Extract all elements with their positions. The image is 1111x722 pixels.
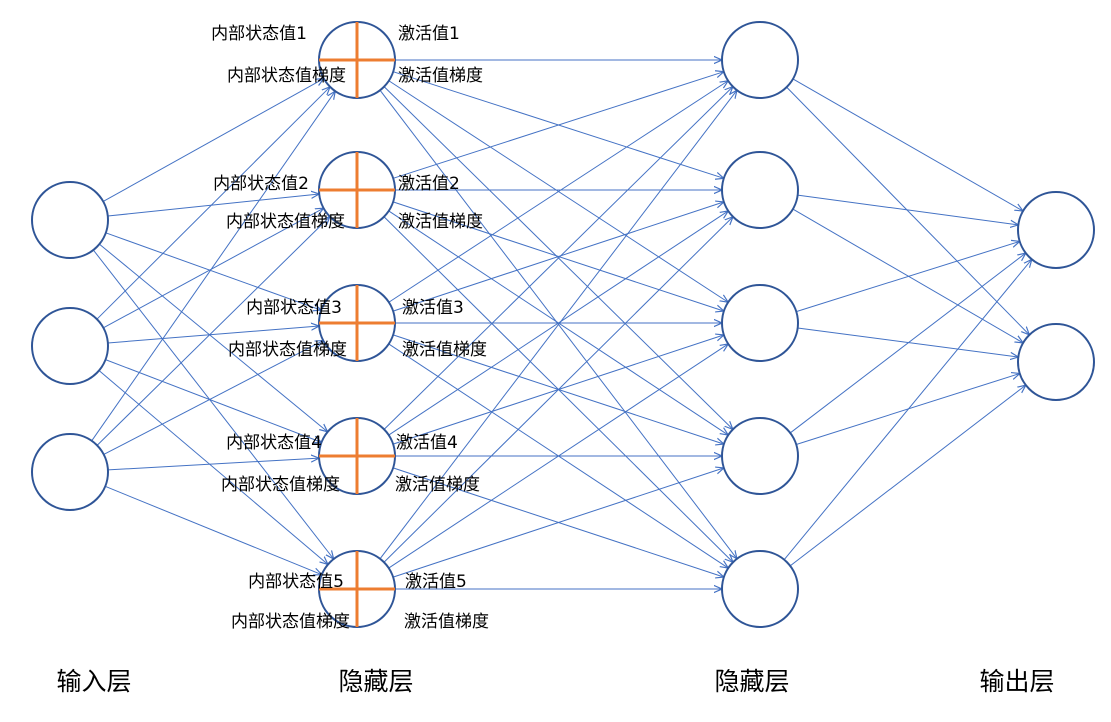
hidden2-neuron-4	[721, 417, 799, 495]
layer-title-2: 隐藏层	[338, 667, 413, 696]
activation-label-1: 激活值1	[398, 24, 460, 44]
layer-title-1: 输入层	[56, 667, 131, 696]
hidden2-neuron-3	[721, 284, 799, 362]
internal-state-label-2: 内部状态值2	[213, 174, 309, 194]
connection-input-3-to-hidden1-1	[91, 91, 336, 442]
connection-input-1-to-hidden1-1	[102, 79, 324, 202]
connection-hidden1-3-to-hidden2-2	[392, 202, 724, 312]
internal-state-gradient-label-5: 内部状态值梯度	[231, 612, 350, 632]
connection-input-2-to-hidden1-3	[107, 326, 319, 344]
input-neuron-2	[31, 307, 109, 385]
internal-state-label-4: 内部状态值4	[226, 433, 322, 453]
internal-state-label-1: 内部状态值1	[211, 24, 307, 44]
connection-hidden2-1-to-output-1	[792, 78, 1023, 211]
connection-input-2-to-hidden1-5	[98, 370, 328, 565]
connection-input-1-to-hidden1-5	[92, 249, 333, 559]
connection-input-2-to-hidden1-1	[96, 87, 330, 320]
activation-label-3: 激活值3	[402, 298, 464, 318]
neuron-labels: 内部状态值1内部状态值梯度激活值1激活值梯度内部状态值2内部状态值梯度激活值2激…	[211, 24, 489, 632]
connection-input-1-to-hidden1-3	[105, 232, 321, 310]
connection-hidden1-5-to-hidden2-1	[379, 90, 737, 560]
internal-state-label-5: 内部状态值5	[248, 572, 344, 592]
connection-hidden2-1-to-output-2	[786, 86, 1030, 335]
connection-hidden2-5-to-output-2	[789, 385, 1026, 567]
input-neuron-3	[31, 433, 109, 511]
connection-hidden1-4-to-hidden2-1	[383, 87, 733, 430]
connections	[91, 60, 1032, 589]
connection-input-3-to-hidden1-2	[96, 217, 330, 446]
output-neuron-1	[1017, 191, 1095, 269]
internal-state-gradient-label-2: 内部状态值梯度	[226, 212, 345, 232]
connection-hidden1-5-to-hidden2-3	[388, 344, 729, 569]
connection-input-3-to-hidden1-4	[107, 458, 319, 471]
activation-label-5: 激活值5	[405, 572, 467, 592]
output-neuron-2	[1017, 323, 1095, 401]
connection-hidden2-2-to-output-1	[797, 194, 1019, 225]
internal-state-gradient-label-1: 内部状态值梯度	[227, 66, 346, 86]
connection-input-1-to-hidden1-4	[99, 243, 327, 432]
activation-gradient-label-3: 激活值梯度	[402, 340, 487, 360]
connection-hidden2-4-to-output-1	[789, 253, 1026, 434]
connection-input-3-to-hidden1-3	[103, 341, 324, 455]
connection-hidden1-5-to-hidden2-4	[392, 468, 724, 578]
hidden2-neuron-2	[721, 151, 799, 229]
connection-input-2-to-hidden1-4	[105, 359, 321, 443]
hidden2-neuron-5	[721, 550, 799, 628]
activation-gradient-label-5: 激活值梯度	[404, 612, 489, 632]
internal-state-gradient-label-3: 内部状态值梯度	[228, 340, 347, 360]
activation-gradient-label-4: 激活值梯度	[395, 475, 480, 495]
layer-titles: 输入层 隐藏层 隐藏层 输出层	[56, 667, 1054, 696]
connection-hidden1-2-to-hidden2-1	[393, 72, 724, 179]
connection-input-3-to-hidden1-5	[104, 485, 322, 574]
internal-state-label-3: 内部状态值3	[246, 298, 342, 318]
connection-hidden1-3-to-hidden2-1	[388, 81, 728, 303]
connection-hidden1-5-to-hidden2-2	[383, 217, 733, 563]
input-neuron-1	[31, 181, 109, 259]
connection-input-1-to-hidden1-2	[107, 194, 319, 217]
internal-state-gradient-label-4: 内部状态值梯度	[221, 475, 340, 495]
activation-gradient-label-1: 激活值梯度	[398, 66, 483, 86]
activation-label-2: 激活值2	[398, 174, 460, 194]
connection-hidden2-3-to-output-1	[796, 241, 1019, 313]
layer-title-4: 输出层	[979, 667, 1054, 696]
neurons	[31, 21, 1095, 628]
connection-input-2-to-hidden1-2	[103, 208, 323, 329]
activation-label-4: 激活值4	[396, 433, 458, 453]
connection-hidden1-4-to-hidden2-2	[388, 211, 729, 436]
layer-title-3: 隐藏层	[714, 667, 789, 696]
activation-gradient-label-2: 激活值梯度	[398, 212, 483, 232]
connection-hidden2-5-to-output-1	[783, 259, 1032, 560]
hidden2-neuron-1	[721, 21, 799, 99]
